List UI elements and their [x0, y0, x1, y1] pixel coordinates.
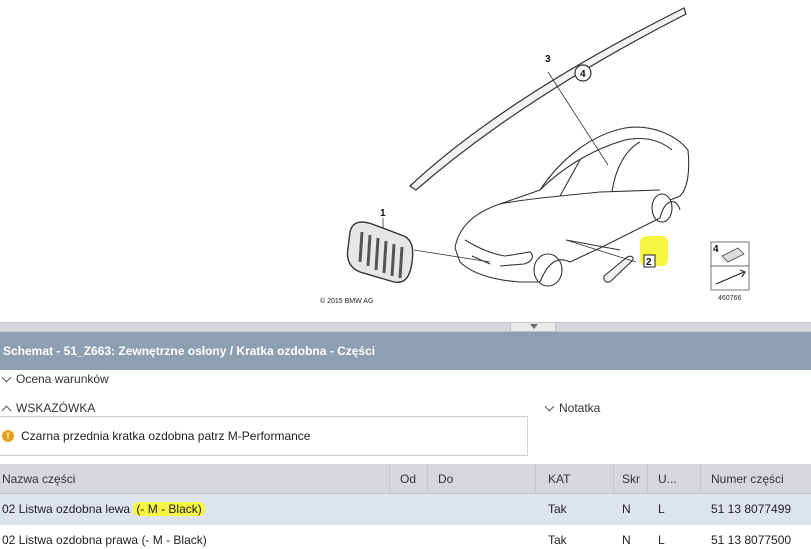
note-label: Notatka [559, 401, 601, 415]
inset-callout-4: 4 [713, 244, 719, 255]
part-skr-cell: N [622, 502, 631, 516]
condition-label: Ocena warunków [16, 372, 109, 386]
hint-label: WSKAZÓWKA [16, 401, 96, 415]
warning-icon: ! [2, 430, 14, 442]
part-u-cell: L [658, 502, 665, 516]
car-exploded-view: 3 4 [320, 7, 750, 305]
column-header-name[interactable]: Nazwa części [0, 464, 390, 493]
part-kat-cell: Tak [548, 532, 567, 547]
callout-4: 4 [580, 69, 586, 80]
chevron-down-icon [1, 372, 12, 382]
note-section-toggle[interactable]: Notatka [543, 400, 600, 416]
column-header-skr[interactable]: Skr [614, 464, 648, 493]
part-skr-cell: N [622, 532, 631, 547]
roof-trim-strip[interactable] [409, 7, 687, 191]
part-number-cell: 51 13 8077499 [711, 502, 792, 516]
copyright-text: © 2015 BMW AG [320, 297, 373, 305]
callout-1: 1 [380, 208, 386, 219]
part-from-cell [390, 525, 428, 549]
callout-circle-4 [574, 64, 592, 82]
column-header-number[interactable]: Numer części [711, 471, 784, 486]
front-grille[interactable] [346, 221, 414, 284]
part-number-cell: 51 13 8077500 [711, 532, 792, 547]
column-header-kat[interactable]: KAT [536, 464, 614, 493]
part-name-cell: 02 Listwa ozdobna prawa (- M - Black) [0, 525, 390, 549]
part-name: 02 Listwa ozdobna prawa [2, 532, 142, 547]
chevron-down-icon [530, 324, 538, 329]
hint-section-toggle[interactable]: WSKAZÓWKA [0, 400, 95, 416]
part-to-cell [428, 525, 536, 549]
part-variant-highlighted: (- M - Black) [133, 502, 205, 516]
side-trim-part[interactable] [603, 255, 634, 283]
splitter-toggle-button[interactable] [510, 323, 556, 331]
car-outline [454, 126, 690, 287]
schema-title-bar: Schemat - 51_Z663: Zewnętrzne osłony / K… [0, 332, 811, 370]
table-row[interactable]: 02 Listwa ozdobna lewa (- M - Black) Tak… [0, 494, 811, 524]
part-u-cell: L [658, 532, 665, 547]
column-header-to[interactable]: Do [428, 464, 536, 493]
part-variant: (- M - Black) [141, 532, 207, 547]
part-kat-cell: Tak [548, 502, 567, 516]
chevron-up-icon [1, 405, 12, 415]
chevron-down-icon [544, 401, 555, 411]
hint-text: Czarna przednia kratka ozdobna patrz M-P… [21, 429, 311, 443]
column-header-from[interactable]: Od [390, 464, 428, 493]
column-header-u[interactable]: U... [648, 464, 701, 493]
callout-box-2 [643, 254, 656, 268]
schema-title: Schemat - 51_Z663: Zewnętrzne osłony / K… [3, 344, 376, 358]
inset-detail[interactable]: 4 [710, 241, 750, 291]
parts-table: Nazwa części Od Do KAT Skr U... Numer cz… [0, 464, 811, 549]
diagram-reference-number: 460766 [718, 295, 741, 302]
condition-section-toggle[interactable]: Ocena warunków [0, 371, 109, 387]
parts-diagram[interactable]: 3 4 [0, 0, 811, 322]
callout-2: 2 [646, 257, 652, 268]
part-name-cell: 02 Listwa ozdobna lewa (- M - Black) [0, 494, 390, 524]
table-row[interactable]: 02 Listwa ozdobna prawa (- M - Black) Ta… [0, 524, 811, 549]
hint-panel: ! Czarna przednia kratka ozdobna patrz M… [0, 416, 528, 456]
callout-3: 3 [545, 54, 551, 65]
part-to-cell [428, 494, 536, 524]
table-header-row: Nazwa części Od Do KAT Skr U... Numer cz… [0, 464, 811, 494]
part-from-cell [390, 494, 428, 524]
pane-splitter[interactable] [0, 322, 811, 332]
part-name: 02 Listwa ozdobna lewa [2, 502, 134, 516]
